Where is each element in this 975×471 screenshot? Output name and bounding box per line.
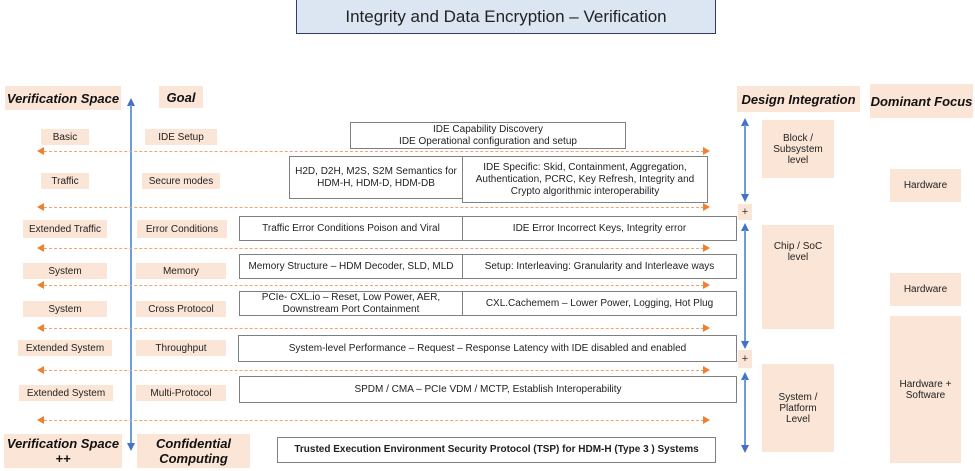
arrow-right-icon xyxy=(703,203,710,211)
space-label-system: System xyxy=(23,263,107,279)
focus-hardware-software: Hardware + Software xyxy=(890,316,961,463)
header-dominant-focus: Dominant Focus xyxy=(870,84,973,118)
space-label-extended-system: Extended System xyxy=(18,340,112,356)
arrow-left-icon xyxy=(37,203,44,211)
cell-ide-error: IDE Error Incorrect Keys, Integrity erro… xyxy=(462,216,737,241)
level-arrow-up-icon xyxy=(741,118,749,126)
header-confidential-computing: Confidential Computing xyxy=(137,434,250,468)
dashed-line xyxy=(44,370,704,371)
arrow-right-icon xyxy=(703,281,710,289)
cell-pcie-cxl-io: PCIe- CXL.io – Reset, Low Power, AER, Do… xyxy=(239,291,463,316)
arrow-right-icon xyxy=(703,244,710,252)
arrow-left-icon xyxy=(37,147,44,155)
goal-label-multi-protocol: Multi-Protocol xyxy=(136,385,226,401)
cell-cxl-cachemem: CXL.Cachemem – Lower Power, Logging, Hot… xyxy=(462,291,737,316)
arrow-left-icon xyxy=(37,416,44,424)
space-label-system-2: System xyxy=(23,301,107,317)
cell-secure-modes-ide-specific: IDE Specific: Skid, Containment, Aggrega… xyxy=(462,156,708,203)
header-verification-space-plus: Verification Space ++ xyxy=(4,434,122,468)
goal-label-secure-modes: Secure modes xyxy=(142,173,220,189)
level-line-chip xyxy=(744,230,746,342)
diagram-title: Integrity and Data Encryption – Verifica… xyxy=(296,0,716,34)
header-verification-space: Verification Space xyxy=(5,86,121,110)
arrow-right-icon xyxy=(703,416,710,424)
dashed-line xyxy=(44,151,704,152)
goal-label-cross-protocol: Cross Protocol xyxy=(136,301,226,317)
arrow-left-icon xyxy=(37,281,44,289)
cell-spdm-interoperability: SPDM / CMA – PCIe VDM / MCTP, Establish … xyxy=(239,376,737,403)
level-arrow-down-icon xyxy=(741,341,749,349)
level-line-block xyxy=(744,125,746,195)
arrow-right-icon xyxy=(703,324,710,332)
plus-icon: + xyxy=(738,204,752,220)
level-system-platform: System / Platform Level xyxy=(762,364,834,452)
header-design-integration: Design Integration xyxy=(737,86,860,112)
focus-hardware: Hardware xyxy=(890,169,961,202)
level-arrow-up-icon xyxy=(741,223,749,231)
dashed-line xyxy=(44,420,704,421)
dashed-line xyxy=(44,328,704,329)
focus-hardware-2: Hardware xyxy=(890,273,961,306)
goal-label-error-conditions: Error Conditions xyxy=(137,220,227,238)
arrow-left-icon xyxy=(37,244,44,252)
cell-tsp: Trusted Execution Environment Security P… xyxy=(277,437,716,463)
cell-traffic-error-conditions: Traffic Error Conditions Poison and Vira… xyxy=(239,216,463,241)
goal-label-memory: Memory xyxy=(136,263,226,279)
verification-axis-line xyxy=(130,105,132,445)
level-line-system xyxy=(744,379,746,446)
level-arrow-down-icon xyxy=(741,194,749,202)
axis-arrow-up-icon xyxy=(127,98,135,106)
level-chip-soc: Chip / SoC level xyxy=(762,225,834,329)
arrow-right-icon xyxy=(703,147,710,155)
dashed-line xyxy=(44,285,704,286)
goal-label-ide-setup: IDE Setup xyxy=(145,129,217,145)
axis-arrow-down-icon xyxy=(127,443,135,451)
space-label-extended-traffic: Extended Traffic xyxy=(23,220,107,238)
header-goal: Goal xyxy=(159,86,203,108)
space-label-basic: Basic xyxy=(41,129,89,145)
cell-system-performance: System-level Performance – Request – Res… xyxy=(238,335,737,362)
arrow-left-icon xyxy=(37,366,44,374)
level-block-subsystem: Block / Subsystem level xyxy=(762,120,834,178)
arrow-right-icon xyxy=(703,366,710,374)
level-arrow-up-icon xyxy=(741,372,749,380)
cell-ide-setup: IDE Capability Discovery IDE Operational… xyxy=(350,122,626,149)
cell-secure-modes-semantics: H2D, D2H, M2S, S2M Semantics for HDM-H, … xyxy=(289,156,463,199)
level-arrow-down-icon xyxy=(741,445,749,453)
cell-memory-structure: Memory Structure – HDM Decoder, SLD, MLD xyxy=(239,254,463,279)
dashed-line xyxy=(44,248,704,249)
arrow-left-icon xyxy=(37,324,44,332)
space-label-traffic: Traffic xyxy=(41,173,89,189)
goal-label-throughput: Throughput xyxy=(136,340,226,356)
dashed-line xyxy=(44,207,704,208)
plus-icon: + xyxy=(738,350,752,368)
cell-interleaving: Setup: Interleaving: Granularity and Int… xyxy=(462,254,737,279)
space-label-extended-system-2: Extended System xyxy=(19,385,113,401)
